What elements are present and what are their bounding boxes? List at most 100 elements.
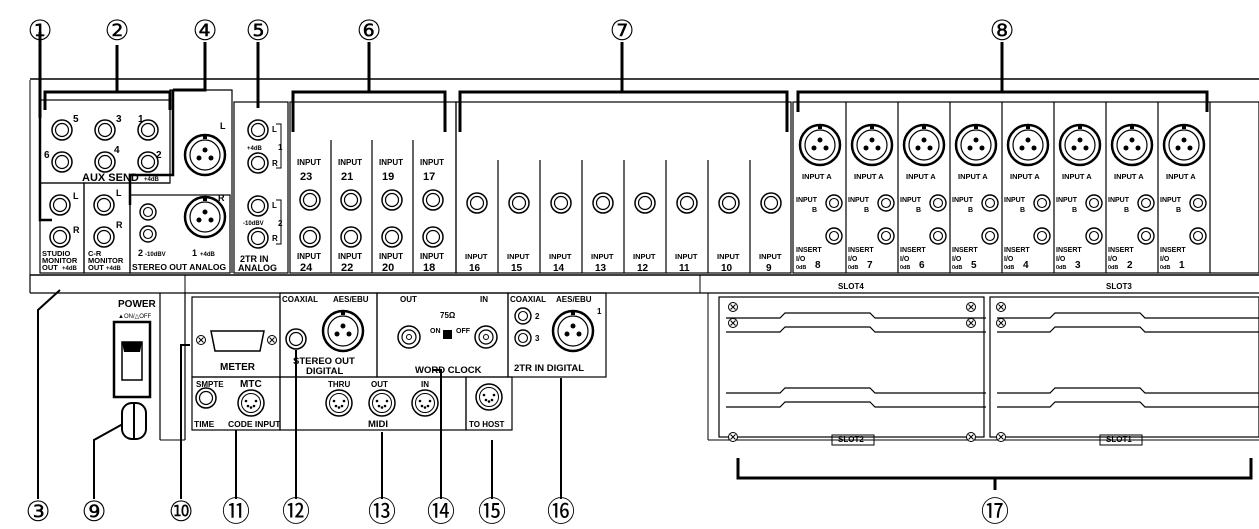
tr-in-2-l-label: L xyxy=(272,201,277,210)
aux-4-label: 4 xyxy=(114,145,120,156)
callout-13: ⑬ xyxy=(368,496,396,527)
xlr-3-connector xyxy=(1058,123,1102,167)
insert-2-io: I/O xyxy=(1108,256,1118,263)
callout-7: ⑦ xyxy=(609,15,634,46)
aux-send-jacks xyxy=(51,119,159,173)
xlr-4-connector xyxy=(1006,123,1050,167)
input-b-2-jack xyxy=(1137,194,1155,212)
callout-6: ⑥ xyxy=(356,15,381,46)
insert-3-jack xyxy=(1085,227,1103,245)
insert-2-label: INSERT xyxy=(1108,247,1134,254)
insert-3-level: 0dB xyxy=(1056,265,1066,271)
aux-send-6-jack xyxy=(51,151,73,173)
aux-2-label: 2 xyxy=(156,150,162,161)
stereo-out-analog-title: STEREO OUT ANALOG xyxy=(132,262,227,272)
to-host-din xyxy=(475,383,503,411)
insert-7-level: 0dB xyxy=(848,265,858,271)
input-9-number: 9 xyxy=(766,263,772,274)
studio-label-3: OUT xyxy=(42,263,58,272)
input-24-jack xyxy=(299,226,321,248)
cr-label-3: OUT xyxy=(88,263,104,272)
tr-in-1-label: 1 xyxy=(597,307,602,316)
inputs-17-24: INPUT 23 INPUT 21 INPUT 19 INPUT 17 INPU… xyxy=(297,158,444,274)
tr-in-2-level: -10dBV xyxy=(243,221,264,227)
tr-in-2-r-jack xyxy=(247,227,269,249)
xlr-6-connector xyxy=(902,123,946,167)
power-sub: ▲ON/△OFF xyxy=(118,314,152,320)
input-16-jack xyxy=(466,192,488,214)
tr-in-analog-title-1: 2TR IN xyxy=(240,254,269,264)
input-22-number: 22 xyxy=(341,262,353,274)
insert-1-label: INSERT xyxy=(1160,247,1186,254)
input-21-jack xyxy=(340,189,362,211)
insert-2-jack xyxy=(1137,227,1155,245)
aux-1-label: 1 xyxy=(138,114,144,125)
word-clock-section: OUT IN 75Ω ON OFF WORD CLOCK xyxy=(376,292,509,378)
input-16-label: INPUT xyxy=(465,252,488,261)
input-b-5-jack xyxy=(981,194,999,212)
studio-label-1: STUDIO xyxy=(42,249,71,258)
input-b-6-b: B xyxy=(916,207,921,214)
input-a-6-label: INPUT A xyxy=(906,172,936,181)
input-10-number: 10 xyxy=(721,263,733,274)
callout-2: ② xyxy=(104,15,129,46)
insert-1-jack xyxy=(1189,227,1207,245)
insert-5-level: 0dB xyxy=(952,265,962,271)
power-label: POWER xyxy=(118,299,157,310)
aux-send-3-jack xyxy=(94,119,116,141)
input-15-number: 15 xyxy=(511,263,523,274)
meter-label: METER xyxy=(220,362,256,373)
xlr-7-connector xyxy=(850,123,894,167)
power-section: POWER ▲ON/△OFF xyxy=(112,299,157,440)
input-21-number: 21 xyxy=(341,171,353,183)
time-code-section: SMPTE MTC TIME CODE INPUT xyxy=(191,376,281,431)
mtc-label: MTC xyxy=(240,379,262,390)
tr-in-1-level: +4dB xyxy=(247,146,263,152)
word-clock-ohm-label: 75Ω xyxy=(440,311,456,320)
insert-3-label: INSERT xyxy=(1056,247,1082,254)
studio-monitor-l-jack xyxy=(49,194,71,216)
aux-send-4-jack xyxy=(94,151,116,173)
insert-8-io: I/O xyxy=(796,256,806,263)
input-13-jack xyxy=(592,192,614,214)
cr-label-2: MONITOR xyxy=(88,256,124,265)
insert-5-label: INSERT xyxy=(952,247,978,254)
stereo-out-1-level: +4dB xyxy=(200,252,216,258)
input-24-number: 24 xyxy=(300,262,313,274)
stereo-out-digital-title-2: DIGITAL xyxy=(306,366,343,377)
xlr-8-connector xyxy=(798,123,842,167)
stereo-out-analog: L R 2 -10dBV 1 +4dB STEREO OUT ANALOG xyxy=(132,121,227,272)
input-16-number: 16 xyxy=(469,263,481,274)
tr-in-2-r-label: R xyxy=(272,234,278,243)
midi-out-din xyxy=(368,389,396,417)
input-23-number: 23 xyxy=(300,171,312,183)
insert-5-jack xyxy=(981,227,999,245)
tr-in-2-l-jack xyxy=(247,195,269,217)
insert-6-level: 0dB xyxy=(900,265,910,271)
tr-in-1-l-label: L xyxy=(272,125,277,134)
input-11-label: INPUT xyxy=(675,252,698,261)
slot-screws xyxy=(728,302,1006,442)
input-10-label: INPUT xyxy=(717,252,740,261)
input-14-jack xyxy=(550,192,572,214)
input-a-1-label: INPUT A xyxy=(1166,172,1196,181)
xlr-channel-7: INPUT A INPUT B INSERT I/O 0dB 7 xyxy=(848,123,895,271)
stereo-out-2-r-jack xyxy=(139,225,157,243)
tr-in-analog-title-2: ANALOG xyxy=(238,263,277,273)
input-18-label: INPUT xyxy=(420,252,444,261)
xlr-inputs-section xyxy=(792,101,1259,274)
insert-7-jack xyxy=(877,227,895,245)
input-b-1-b: B xyxy=(1176,207,1181,214)
xlr-2-connector xyxy=(1110,123,1154,167)
input-b-5-b: B xyxy=(968,207,973,214)
stereo-out-2-level: -10dBV xyxy=(145,252,166,258)
power-switch xyxy=(112,320,152,399)
tr-in-2-label: 2 xyxy=(535,312,540,321)
midi-in-din xyxy=(411,389,439,417)
midi-in-label: IN xyxy=(421,380,429,389)
insert-2-level: 0dB xyxy=(1108,265,1118,271)
input-12-label: INPUT xyxy=(633,252,656,261)
stereo-out-aes-xlr xyxy=(321,309,365,353)
slot-4-label: SLOT4 xyxy=(838,282,864,291)
